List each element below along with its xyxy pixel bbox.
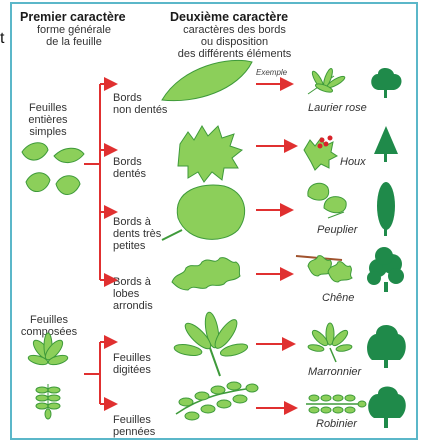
tree-marronnier [367,325,406,368]
tree-peuplier [377,182,395,236]
leaf-entire [162,60,252,100]
bracket-simple [84,84,116,280]
sprig-laurier [308,68,346,94]
tree-robinier [368,387,406,429]
leaf-serrulate [177,185,244,239]
leaf-pinnate [176,382,258,420]
diagram-drawing [12,4,416,438]
diagram-frame: Premier caractère forme généralede la fe… [10,2,418,440]
example-arrows [256,84,296,408]
sprig-peuplier [308,183,346,218]
tree-laurier [371,68,401,98]
tree-houx [374,126,398,162]
bracket-compound [84,342,116,404]
leaf-serrulate-stem [162,230,182,240]
stray-character: t [0,30,4,48]
tree-chene [367,247,404,292]
leaf-toothed [178,126,242,182]
leaf-cluster-simple [22,143,84,195]
sprig-houx [304,136,337,171]
leaf-cluster-compound [27,333,68,419]
leaf-lobed [172,258,240,290]
sprig-chene [296,256,352,282]
sprig-robinier [306,395,366,413]
leaf-digitate [173,311,248,376]
sprig-marronnier [308,323,353,362]
